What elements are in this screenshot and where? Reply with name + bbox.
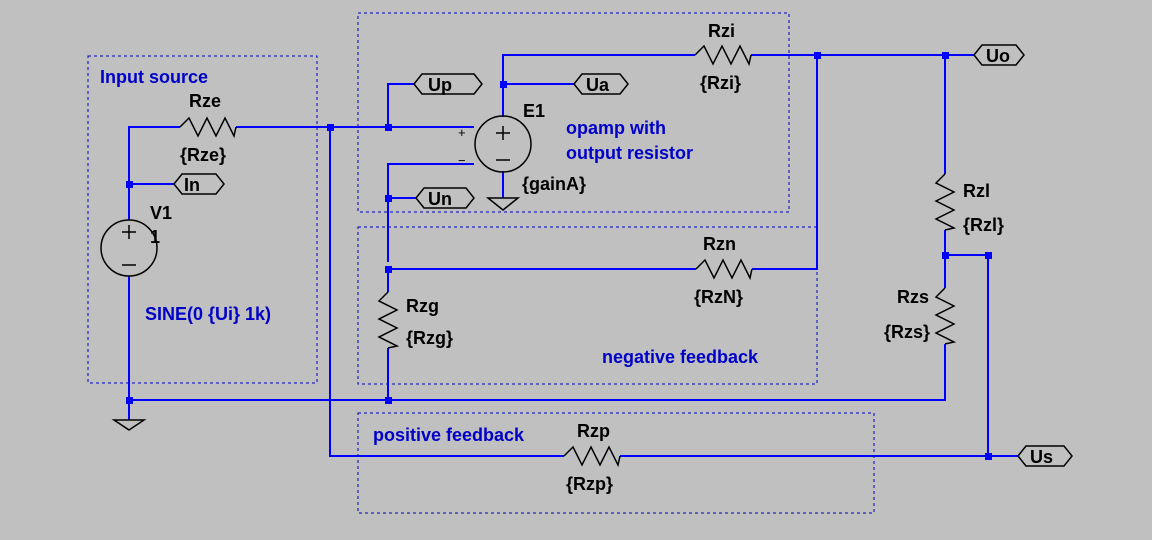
rzs-name: Rzs	[897, 287, 929, 307]
rzn-resistor-symbol[interactable]	[695, 258, 753, 281]
net-label-in-flag[interactable]	[173, 173, 225, 195]
rzl-resistor-symbol[interactable]	[934, 173, 957, 231]
rzi-name: Rzi	[708, 21, 735, 41]
junction	[500, 81, 507, 88]
ground-icon	[485, 197, 521, 211]
junctions	[126, 52, 992, 460]
e1-value: {gainA}	[522, 174, 586, 194]
wire-rzn-to-out	[752, 55, 818, 270]
wire-up-label	[387, 83, 414, 127]
net-label-un-flag[interactable]	[415, 187, 475, 209]
wire-rzs-to-us	[945, 254, 989, 456]
v1-name: V1	[150, 203, 172, 223]
junction	[385, 124, 392, 131]
rze-resistor-symbol[interactable]	[179, 116, 237, 139]
wire-to-rzi	[502, 54, 695, 84]
net-label-us-flag[interactable]	[1017, 445, 1073, 467]
positive-feedback-title: positive feedback	[373, 425, 525, 445]
net-label-ua: Ua	[586, 75, 610, 95]
net-label-up: Up	[428, 75, 452, 95]
negative-feedback-box	[357, 226, 818, 385]
rzi-value: {Rzi}	[700, 73, 741, 93]
net-label-un: Un	[428, 189, 452, 209]
rzp-resistor-symbol[interactable]	[563, 445, 621, 468]
e1-plus-pin: +	[458, 125, 466, 140]
net-label-us: Us	[1030, 447, 1053, 467]
wire-e1-minus	[387, 163, 474, 262]
junction	[985, 453, 992, 460]
wires	[128, 54, 1018, 457]
rze-value: {Rze}	[180, 145, 226, 165]
net-label-in: In	[184, 175, 200, 195]
junction	[942, 252, 949, 259]
junction	[126, 397, 133, 404]
v1-value: 1	[150, 227, 160, 247]
wire-ground-bus	[129, 344, 946, 401]
e1-minus-pin: −	[458, 153, 466, 168]
wire-v1-to-rze	[128, 126, 180, 184]
junction	[814, 52, 821, 59]
junction	[327, 124, 334, 131]
rzl-value: {Rzl}	[963, 215, 1004, 235]
junction	[985, 252, 992, 259]
net-label-uo-flag[interactable]	[973, 44, 1025, 66]
rze-name: Rze	[189, 91, 221, 111]
rzl-name: Rzl	[963, 181, 990, 201]
junction	[942, 52, 949, 59]
opamp-title-line2: output resistor	[566, 143, 693, 163]
junction	[126, 181, 133, 188]
rzs-resistor-symbol[interactable]	[934, 287, 957, 345]
e1-opamp-symbol[interactable]	[474, 115, 532, 173]
junction	[385, 397, 392, 404]
opamp-title-line1: opamp with	[566, 118, 666, 138]
positive-feedback-box	[357, 412, 875, 514]
rzg-name: Rzg	[406, 296, 439, 316]
rzn-value: {RzN}	[694, 287, 743, 307]
wire-to-rzp	[329, 127, 564, 457]
rzg-value: {Rzg}	[406, 328, 453, 348]
rzp-value: {Rzp}	[566, 474, 613, 494]
e1-name: E1	[523, 101, 545, 121]
v1-source-symbol[interactable]	[100, 219, 158, 277]
net-label-ua-flag[interactable]	[573, 73, 629, 95]
negative-feedback-title: negative feedback	[602, 347, 759, 367]
rzg-resistor-symbol[interactable]	[377, 291, 400, 349]
sine-source-directive: SINE(0 {Ui} 1k)	[145, 304, 271, 324]
rzi-resistor-symbol[interactable]	[694, 44, 752, 67]
junction	[385, 266, 392, 273]
junction	[385, 195, 392, 202]
rzn-name: Rzn	[703, 234, 736, 254]
rzs-value: {Rzs}	[884, 322, 930, 342]
rzp-name: Rzp	[577, 421, 610, 441]
input-source-box	[87, 55, 318, 384]
net-label-up-flag[interactable]	[413, 73, 483, 95]
net-label-uo: Uo	[986, 46, 1010, 66]
ground-icon	[111, 419, 147, 431]
input-source-title: Input source	[100, 67, 208, 87]
opamp-box	[357, 12, 790, 213]
